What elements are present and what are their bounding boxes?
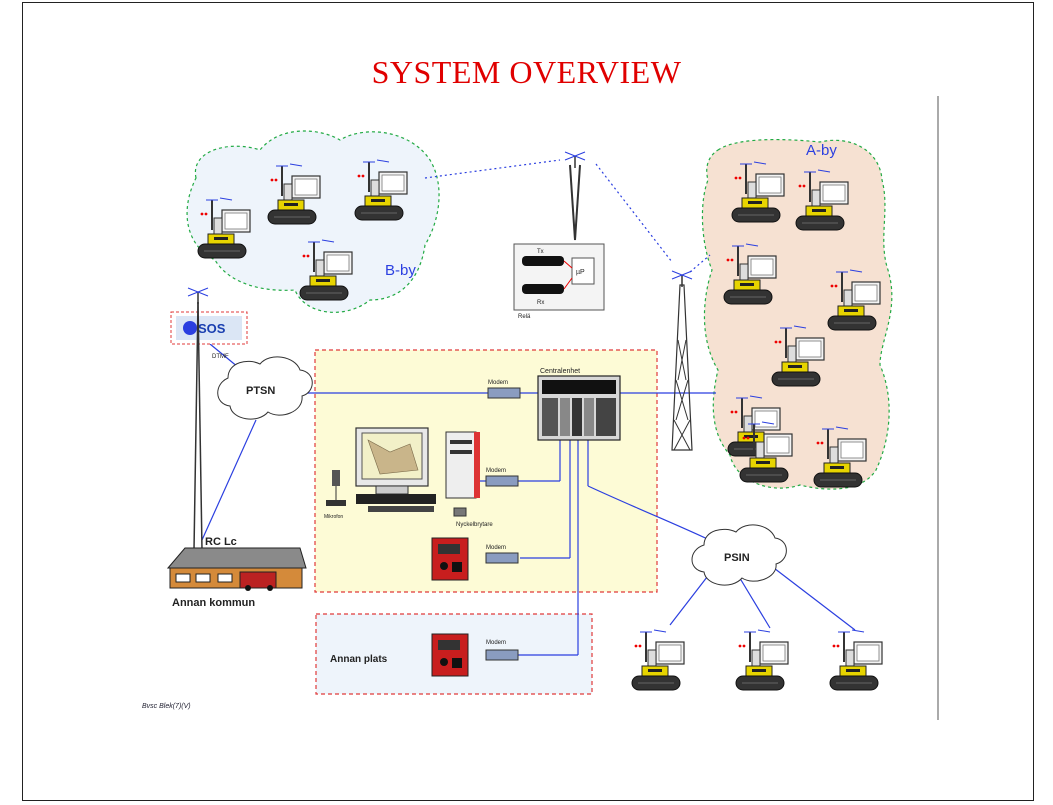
a-by-region: A-by — [701, 138, 893, 490]
modem-label-3: Modem — [486, 545, 506, 551]
rc-lc-building: RC Lc Annan kommun — [166, 287, 307, 609]
center-mast — [564, 151, 586, 241]
rc-lc-label: RC Lc — [205, 536, 237, 548]
a-by-label: A-by — [806, 142, 837, 159]
modem-1: Modem — [487, 380, 521, 399]
modem-2: Modem — [485, 468, 519, 487]
modem-3: Modem — [485, 545, 519, 564]
central-unit: Centralenhet — [537, 368, 621, 441]
sos-node: SOS DTMF — [170, 311, 248, 360]
rela-label: Relä — [518, 314, 531, 320]
mikrofon-label: Mikrofon — [324, 514, 343, 520]
red-panel-1 — [431, 537, 469, 581]
slide-title: SYSTEM OVERVIEW — [371, 54, 682, 90]
sos-label: SOS — [198, 321, 226, 336]
tx-label: Tx — [537, 249, 544, 255]
mu-label: µP — [576, 269, 585, 276]
nyckelbrytare-label: Nyckelbrytare — [456, 522, 493, 528]
modem-label-4: Modem — [486, 640, 506, 646]
rela-unit: Tx Rx µP Relä — [513, 243, 605, 320]
modem-label-1: Modem — [488, 380, 508, 386]
b-by-label: B-by — [385, 262, 416, 279]
psin-label: PSIN — [724, 552, 750, 564]
footer-signature: Bvsc Blek(7)(V) — [142, 703, 191, 710]
dtmf-label: DTMF — [212, 354, 229, 360]
annan-plats-label: Annan plats — [330, 654, 388, 665]
modem-label-2: Modem — [486, 468, 506, 474]
rx-label: Rx — [537, 300, 544, 306]
modem-4: Modem — [485, 640, 519, 661]
ptsn-cloud: PTSN — [217, 356, 313, 420]
annan-kommun-label: Annan kommun — [172, 597, 255, 609]
red-panel-2 — [431, 633, 469, 677]
right-tower — [671, 270, 693, 451]
central-label: Centralenhet — [540, 368, 580, 375]
ptsn-label: PTSN — [246, 385, 275, 397]
psin-cloud: PSIN — [691, 524, 787, 586]
operator-pc: Mikrofon Nyckelbrytare — [324, 427, 493, 528]
b-by-region: B-by — [186, 130, 440, 313]
